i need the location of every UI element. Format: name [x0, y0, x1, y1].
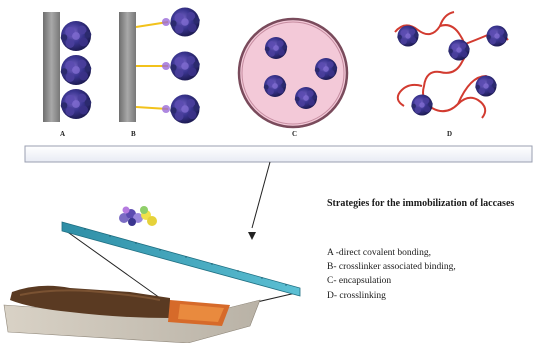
divider-bar — [25, 146, 532, 162]
enzyme-icon — [397, 26, 418, 47]
support-rod — [119, 12, 136, 122]
panel-b: B — [119, 7, 200, 138]
enzyme-icon — [486, 26, 507, 47]
enzyme-icon — [448, 40, 469, 61]
legend-title: Strategies for the immobilization of lac… — [327, 196, 555, 211]
panel-a: A — [43, 12, 91, 138]
membrane-strip — [62, 206, 300, 296]
zoom-line — [252, 162, 270, 228]
panel-label-c: C — [292, 130, 297, 138]
enzyme-icon — [61, 21, 92, 51]
enzyme-icon — [170, 95, 200, 124]
strategy-item-c: C- encapsulation — [327, 274, 555, 288]
enzyme-icon — [61, 55, 92, 85]
strategy-item-d: D- crosslinking — [327, 289, 555, 303]
enzyme-icon — [295, 87, 317, 109]
enzyme-icon — [475, 76, 496, 97]
panel-label-d: D — [447, 130, 452, 138]
support-rod — [43, 12, 60, 122]
enzyme-icon — [170, 7, 200, 36]
enzyme-icon — [265, 37, 287, 59]
arrow-head — [248, 232, 256, 240]
enzyme-icon — [264, 75, 286, 97]
strategy-item-a: A -direct covalent bonding, — [327, 246, 555, 260]
panel-label-b: B — [131, 130, 136, 138]
support-slab — [4, 286, 260, 343]
panel-d: D — [395, 12, 508, 138]
enzyme-icon — [315, 58, 337, 80]
panel-label-a: A — [60, 130, 65, 138]
strategy-list: A -direct covalent bonding, B- crosslink… — [327, 246, 555, 303]
enzyme-icon — [170, 52, 200, 81]
enzyme-icon — [61, 89, 92, 119]
enzyme-complex — [119, 206, 157, 226]
panel-c: C — [239, 19, 347, 138]
enzyme-icon — [411, 95, 432, 116]
strategy-item-b: B- crosslinker associated binding, — [327, 260, 555, 274]
